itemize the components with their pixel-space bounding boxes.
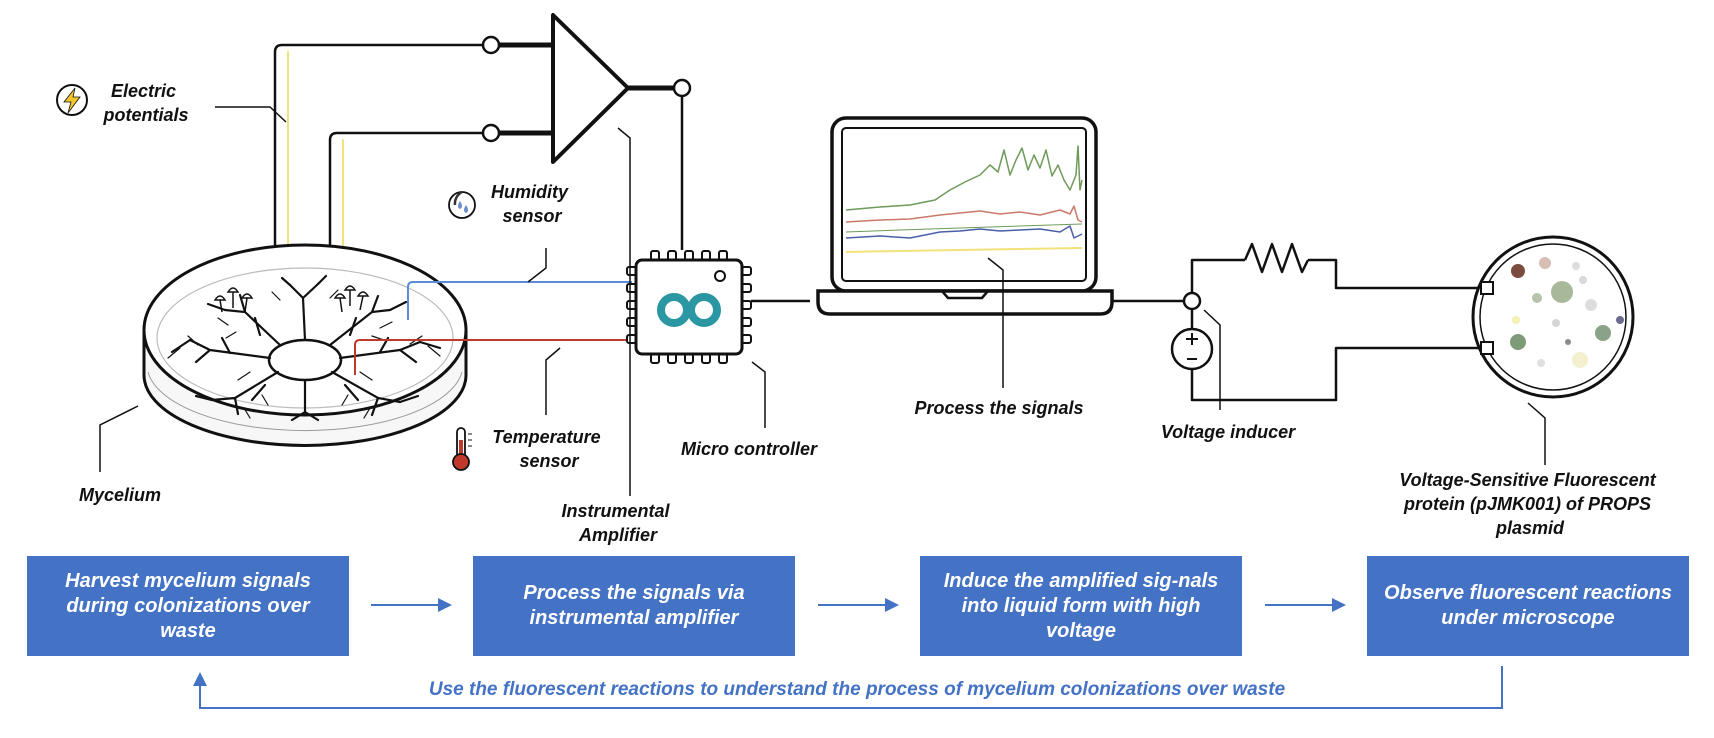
step-observe-reactions: Observe fluorescent reactions under micr… <box>1367 556 1689 656</box>
humidity-sensor-label: Humidity sensor <box>491 182 573 226</box>
amp-input-terminal-1 <box>481 35 501 55</box>
fluorescent-protein-label: Voltage-Sensitive Fluorescent protein (p… <box>1399 470 1660 538</box>
fluorescent-culture-dish <box>1471 235 1635 399</box>
thermometer-icon <box>452 427 472 471</box>
feedback-loop-arrow <box>193 666 1503 709</box>
process-signals-label: Process the signals <box>914 398 1083 418</box>
step-harvest-signals: Harvest mycelium signals during coloniza… <box>27 556 349 656</box>
leader-lines <box>99 106 1546 496</box>
signal-graph <box>845 145 1083 253</box>
micro-controller-label: Micro controller <box>681 439 818 459</box>
voltage-junction <box>1182 291 1202 311</box>
resistor-icon <box>1243 242 1310 274</box>
step-induce-text: Induce the amplified sig-nals into liqui… <box>943 569 1219 642</box>
temperature-sensor-label: Temperature sensor <box>492 427 605 471</box>
humidity-icon <box>448 190 476 219</box>
step-process-text: Process the signals via instrumental amp… <box>523 582 745 629</box>
voltage-inducer-label: Voltage inducer <box>1161 422 1296 442</box>
electric-potentials-label: Electric potentials <box>102 81 188 125</box>
amp-output-terminal <box>672 78 692 98</box>
mushrooms <box>213 285 370 313</box>
micro-controller <box>626 250 752 364</box>
flow-arrows <box>371 598 1346 612</box>
step-observe-text: Observe fluorescent reactions under micr… <box>1384 582 1672 629</box>
amp-input-terminal-2 <box>481 123 501 143</box>
battery-icon <box>1170 327 1214 371</box>
lightning-icon <box>56 84 88 116</box>
voltage-inducer-circuit <box>1190 242 1488 402</box>
step-induce-signals: Induce the amplified sig-nals into liqui… <box>920 556 1242 656</box>
laptop <box>816 116 1114 316</box>
mycelium-network <box>167 274 442 422</box>
step-harvest-text: Harvest mycelium signals during coloniza… <box>65 569 311 642</box>
step-process-signals: Process the signals via instrumental amp… <box>473 556 795 656</box>
arduino-logo-icon <box>657 293 721 327</box>
instrumental-amplifier <box>481 13 692 250</box>
mycelium-label: Mycelium <box>79 485 161 505</box>
sensor-wires <box>354 281 632 375</box>
feedback-loop-label: Use the fluorescent reactions to underst… <box>428 679 1286 700</box>
instrumental-amplifier-label: Instrumental Amplifier <box>561 501 674 545</box>
